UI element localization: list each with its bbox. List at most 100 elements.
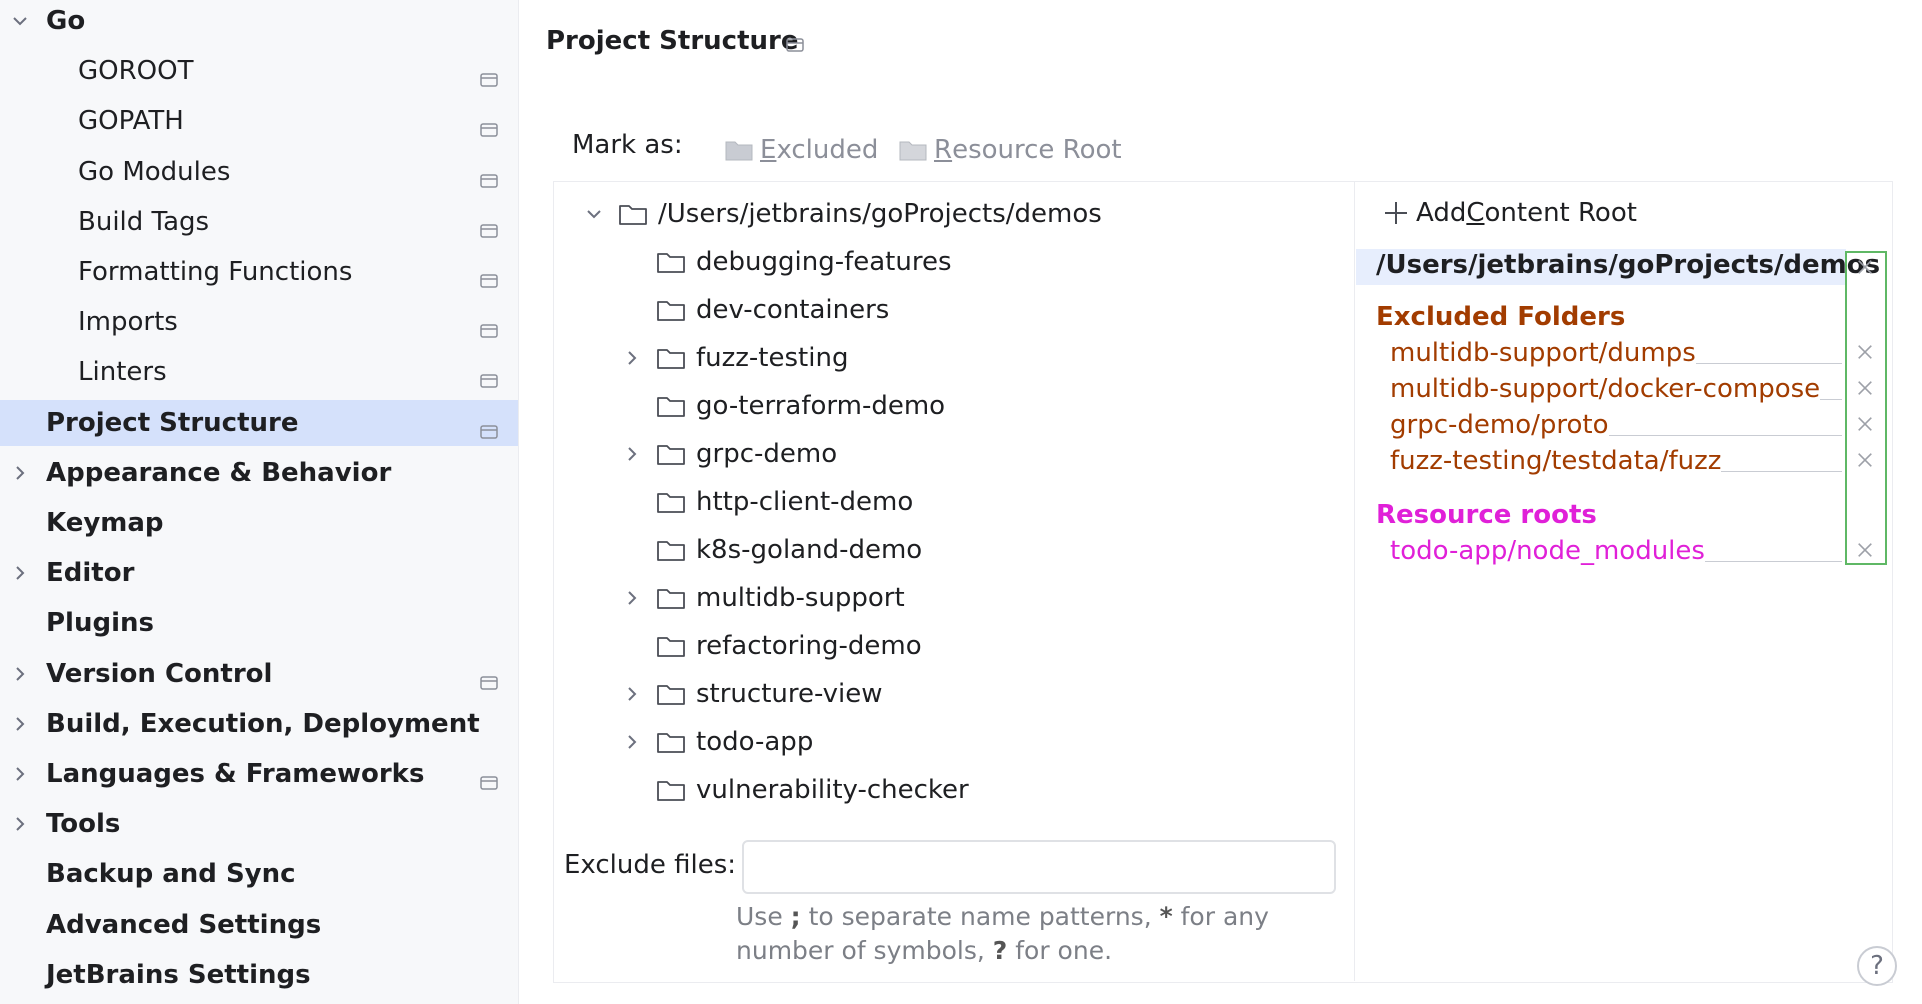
sidebar-item[interactable]: Go Modules (0, 149, 518, 195)
tree-folder-label: structure-view (696, 679, 883, 709)
sidebar-item[interactable]: JetBrains Settings (0, 952, 518, 998)
sidebar-item[interactable]: Advanced Settings (0, 902, 518, 948)
sidebar-item[interactable]: Backup and Sync (0, 851, 518, 897)
chevron-right-icon[interactable] (10, 814, 30, 834)
sidebar-item-label: Keymap (46, 508, 164, 538)
sidebar-item[interactable]: Plugins (0, 600, 518, 646)
sidebar-item[interactable]: Formatting Functions (0, 249, 518, 295)
excluded-folder-item[interactable]: multidb-support/docker-compose (1390, 374, 1821, 404)
chevron-right-icon[interactable] (10, 463, 30, 483)
tree-folder-row[interactable]: fuzz-testing (622, 336, 848, 380)
remove-icon[interactable] (1855, 540, 1875, 560)
folder-icon (656, 346, 696, 370)
tree-root-row[interactable]: /Users/jetbrains/goProjects/demos (584, 192, 1102, 236)
sidebar-item[interactable]: Project Structure (0, 399, 518, 446)
sidebar-item-label: Go (46, 6, 86, 36)
sidebar-item[interactable]: Keymap (0, 500, 518, 546)
sidebar-item[interactable]: Languages & Frameworks (0, 751, 518, 797)
chevron-right-icon[interactable] (622, 684, 642, 704)
exclude-files-input[interactable] (742, 840, 1336, 894)
project-level-icon (480, 365, 498, 389)
sidebar-item[interactable]: GOROOT (0, 48, 518, 94)
chevron-right-icon[interactable] (10, 664, 30, 684)
sidebar-item-label: Go Modules (78, 156, 231, 187)
mark-as-label: Mark as: (572, 130, 683, 160)
tree-folder-row[interactable]: debugging-features (622, 240, 952, 284)
sidebar-item[interactable]: GOPATH (0, 98, 518, 144)
sidebar-item-label: Editor (46, 558, 135, 589)
project-level-icon (480, 114, 498, 138)
sidebar-item[interactable]: Version Control (0, 651, 518, 697)
resource-root-item[interactable]: todo-app/node_modules (1390, 536, 1705, 566)
tree-folder-row[interactable]: http-client-demo (622, 480, 913, 524)
project-level-icon (480, 767, 498, 790)
sidebar-item[interactable]: Build Tags (0, 199, 518, 245)
tree-folder-label: grpc-demo (696, 439, 838, 469)
folder-icon (656, 586, 696, 610)
excluded-folder-item[interactable]: grpc-demo/proto (1390, 410, 1609, 440)
plus-icon (1385, 202, 1407, 224)
sidebar-item[interactable]: Tools (0, 801, 518, 847)
tree-folder-row[interactable]: vulnerability-checker (622, 768, 969, 812)
project-level-icon (480, 165, 498, 188)
chevron-right-icon[interactable] (622, 588, 642, 608)
chevron-right-icon[interactable] (622, 444, 642, 464)
remove-icon[interactable] (1855, 414, 1875, 434)
sidebar-item-label: Project Structure (46, 407, 299, 438)
mark-excluded-label: xcluded (776, 135, 879, 165)
mark-resource-mnemonic: R (934, 135, 953, 165)
tree-folder-row[interactable]: structure-view (622, 672, 883, 716)
excluded-folder-item[interactable]: multidb-support/dumps (1390, 338, 1696, 368)
content-root-row[interactable] (1356, 249, 1846, 285)
sidebar-item-label: JetBrains Settings (46, 959, 311, 990)
sidebar-item[interactable]: Appearance & Behavior (0, 450, 518, 496)
folder-icon (656, 682, 696, 706)
sidebar-item-label: Tools (46, 809, 121, 840)
sidebar-item[interactable]: Go (0, 0, 518, 44)
tree-folder-row[interactable]: dev-containers (622, 288, 889, 332)
chevron-right-icon[interactable] (10, 563, 30, 583)
tree-folder-row[interactable]: k8s-goland-demo (622, 528, 922, 572)
remove-icon[interactable] (1855, 450, 1875, 470)
leader-line (1696, 363, 1842, 364)
tree-folder-row[interactable]: refactoring-demo (622, 624, 922, 668)
chevron-down-icon[interactable] (10, 11, 30, 31)
chevron-right-icon[interactable] (10, 714, 30, 734)
excluded-folder-icon (725, 141, 753, 161)
remove-icon[interactable] (1855, 342, 1875, 362)
page-title: Project Structure (546, 26, 799, 56)
project-level-icon (480, 215, 498, 238)
sidebar-item-label: Appearance & Behavior (46, 457, 392, 488)
project-level-icon (480, 416, 498, 439)
tree-folder-row[interactable]: grpc-demo (622, 432, 837, 476)
chevron-right-icon[interactable] (10, 764, 30, 784)
chevron-right-icon[interactable] (622, 348, 642, 368)
resource-folder-icon (899, 141, 927, 161)
chevron-down-icon[interactable] (584, 204, 604, 224)
leader-line (1609, 435, 1842, 436)
remove-icon[interactable] (1855, 378, 1875, 398)
sidebar-item-label: Backup and Sync (46, 859, 296, 890)
sidebar-item[interactable]: Imports (0, 299, 518, 345)
sidebar-item-label: Languages & Frameworks (46, 759, 425, 789)
sidebar-item[interactable]: Linters (0, 349, 518, 395)
tree-folder-label: dev-containers (696, 295, 890, 325)
tree-folder-row[interactable]: go-terraform-demo (622, 384, 945, 428)
sidebar-item-label: GOROOT (78, 56, 194, 87)
remove-icon[interactable] (1855, 257, 1875, 277)
chevron-right-icon[interactable] (622, 732, 642, 752)
sidebar-item[interactable]: Build, Execution, Deployment (0, 701, 518, 747)
tree-folder-row[interactable]: multidb-support (622, 576, 905, 620)
folder-icon (656, 250, 696, 274)
sidebar-item[interactable]: Editor (0, 550, 518, 596)
help-button[interactable]: ? (1857, 946, 1897, 986)
sidebar-item-label: Formatting Functions (78, 257, 353, 287)
tree-folder-row[interactable]: todo-app (622, 720, 813, 764)
excluded-folder-item[interactable]: fuzz-testing/testdata/fuzz (1390, 446, 1722, 476)
folder-icon (656, 634, 696, 658)
folder-icon (656, 538, 696, 562)
sidebar-item-label: Advanced Settings (46, 909, 322, 940)
